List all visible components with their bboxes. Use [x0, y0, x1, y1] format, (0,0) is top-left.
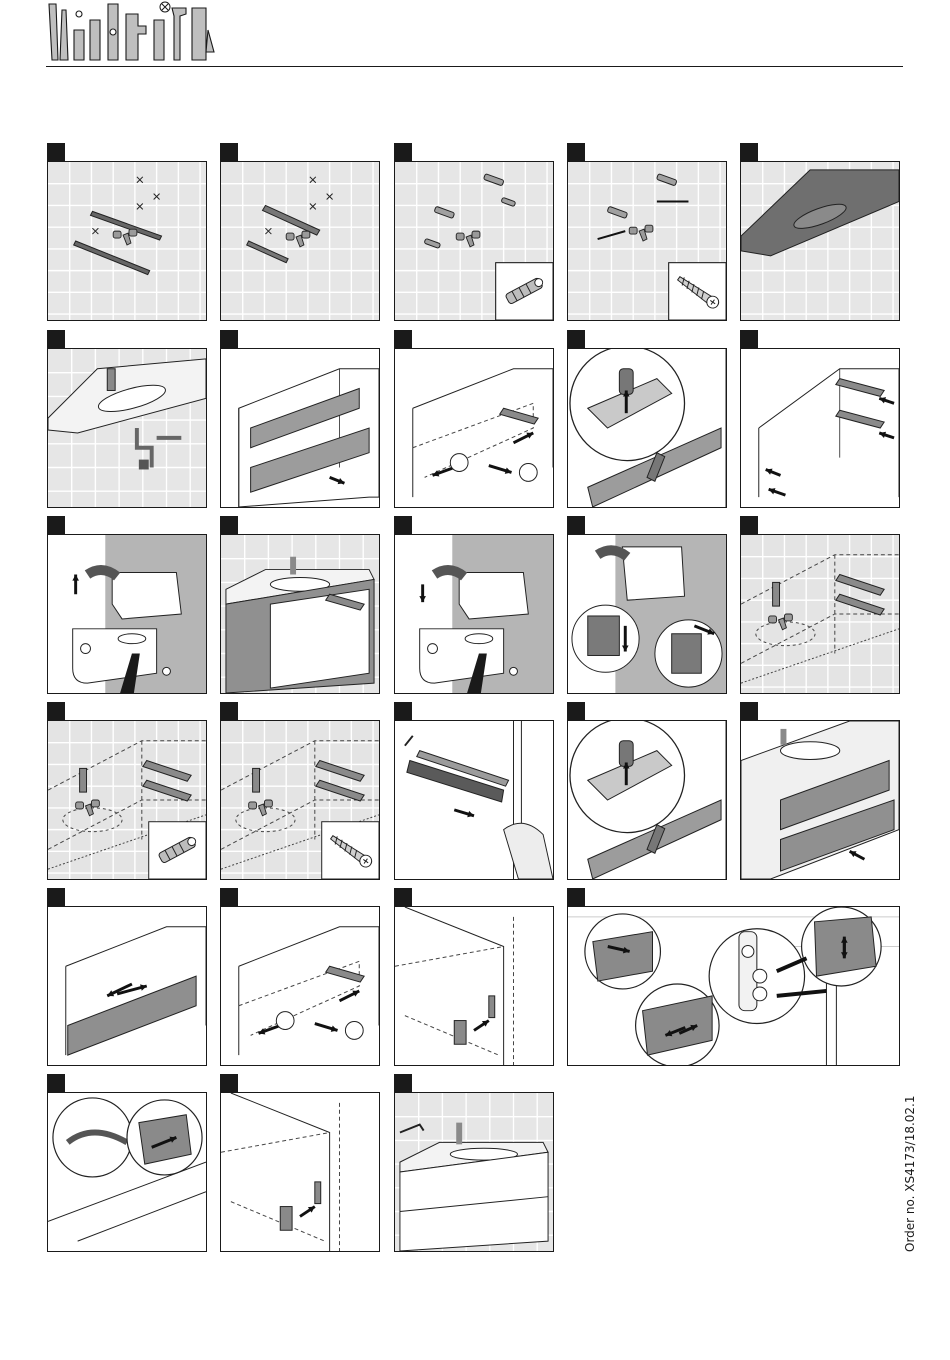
step-6-number-badge	[47, 330, 65, 348]
step-5-number-badge	[740, 143, 758, 161]
step-2-drawing	[221, 162, 379, 320]
step-7-drawing	[221, 349, 379, 507]
step-21-illustration	[47, 906, 207, 1066]
step-7-number-badge	[220, 330, 238, 348]
step-27-illustration	[394, 1092, 554, 1252]
step-11-number-badge	[47, 516, 65, 534]
step-27-drawing	[395, 1093, 553, 1251]
step-5-illustration	[740, 161, 900, 321]
step-22-drawing	[221, 907, 379, 1065]
step-12-drawing	[221, 535, 379, 693]
step-10-drawing	[741, 349, 899, 507]
step-20-drawing	[741, 721, 899, 879]
step-17-number-badge	[220, 702, 238, 720]
step-10-illustration	[740, 348, 900, 508]
order-number: Order no. XS4173/18.02.1	[903, 1095, 917, 1252]
step-2-illustration	[220, 161, 380, 321]
step-9-illustration	[567, 348, 727, 508]
step-22-illustration	[220, 906, 380, 1066]
step-13-number-badge	[394, 516, 412, 534]
step-18-drawing	[395, 721, 553, 879]
step-8-illustration	[394, 348, 554, 508]
step-20-illustration	[740, 720, 900, 880]
step-10-number-badge	[740, 330, 758, 348]
step-8-drawing	[395, 349, 553, 507]
step-7-illustration	[220, 348, 380, 508]
step-12-number-badge	[220, 516, 238, 534]
step-15-illustration	[740, 534, 900, 694]
step-25-drawing	[48, 1093, 206, 1251]
step-21-number-badge	[47, 888, 65, 906]
step-25-number-badge	[47, 1074, 65, 1092]
step-18-illustration	[394, 720, 554, 880]
step-4-illustration	[567, 161, 727, 321]
step-6-drawing	[48, 349, 206, 507]
step-12-illustration	[220, 534, 380, 694]
step-4-number-badge	[567, 143, 585, 161]
step-13-illustration	[394, 534, 554, 694]
step-24-illustration	[567, 906, 900, 1066]
step-3-drawing	[395, 162, 553, 320]
step-26-number-badge	[220, 1074, 238, 1092]
step-14-drawing	[568, 535, 726, 693]
step-13-drawing	[395, 535, 553, 693]
step-24-drawing	[568, 907, 899, 1065]
step-23-drawing	[395, 907, 553, 1065]
step-3-illustration	[394, 161, 554, 321]
step-11-illustration	[47, 534, 207, 694]
step-20-number-badge	[740, 702, 758, 720]
step-11-drawing	[48, 535, 206, 693]
step-15-number-badge	[740, 516, 758, 534]
step-22-number-badge	[220, 888, 238, 906]
step-3-number-badge	[394, 143, 412, 161]
step-5-drawing	[741, 162, 899, 320]
step-9-number-badge	[567, 330, 585, 348]
step-23-number-badge	[394, 888, 412, 906]
step-16-illustration	[47, 720, 207, 880]
step-14-number-badge	[567, 516, 585, 534]
step-16-number-badge	[47, 702, 65, 720]
step-1-number-badge	[47, 143, 65, 161]
step-8-number-badge	[394, 330, 412, 348]
step-4-drawing	[568, 162, 726, 320]
step-6-illustration	[47, 348, 207, 508]
step-18-number-badge	[394, 702, 412, 720]
step-14-illustration	[567, 534, 727, 694]
step-25-illustration	[47, 1092, 207, 1252]
step-1-illustration	[47, 161, 207, 321]
step-21-drawing	[48, 907, 206, 1065]
step-19-number-badge	[567, 702, 585, 720]
step-26-illustration	[220, 1092, 380, 1252]
step-9-drawing	[568, 349, 726, 507]
step-19-illustration	[567, 720, 727, 880]
step-15-drawing	[741, 535, 899, 693]
step-26-drawing	[221, 1093, 379, 1251]
step-23-illustration	[394, 906, 554, 1066]
step-17-illustration	[220, 720, 380, 880]
brand-logo-tools	[46, 0, 216, 64]
step-24-number-badge	[567, 888, 585, 906]
header-rule	[46, 66, 903, 67]
step-16-drawing	[48, 721, 206, 879]
step-1-drawing	[48, 162, 206, 320]
step-17-drawing	[221, 721, 379, 879]
step-19-drawing	[568, 721, 726, 879]
step-27-number-badge	[394, 1074, 412, 1092]
step-2-number-badge	[220, 143, 238, 161]
